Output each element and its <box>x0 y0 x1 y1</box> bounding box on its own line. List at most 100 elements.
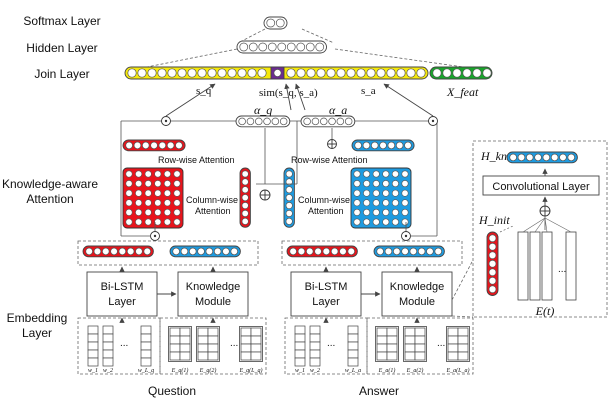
q-entity-cell <box>240 351 252 361</box>
q-out-red-cell <box>143 247 152 256</box>
q-entity-cell <box>207 351 219 361</box>
row-a-cell <box>371 141 379 150</box>
hidden-cell <box>315 42 325 52</box>
a-out-blue-cell <box>393 247 401 256</box>
convolutional-layer-label: Convolutional Layer <box>492 181 590 193</box>
question-entity-label-3: E_q(L_q) <box>239 367 263 374</box>
question-word-label-2: w_2 <box>103 368 113 374</box>
col-wise-a-label-1: Column-wise <box>298 195 350 205</box>
q-entity-cell <box>250 335 262 345</box>
a-entity-cell <box>457 335 469 345</box>
a-entity-cell <box>376 327 388 337</box>
join-sa-cell <box>336 68 346 78</box>
a-entity-cell <box>386 351 398 361</box>
knowledge-combine-plus-icon <box>539 205 551 217</box>
join-sq-cell <box>167 68 177 78</box>
question-entity-ellipsis: ... <box>230 338 238 349</box>
matrix-q-cell <box>163 199 171 207</box>
col-q-cell <box>241 186 249 194</box>
embedding-columns <box>87 325 470 367</box>
entity-to-plus-line <box>544 217 548 233</box>
col-a-cell <box>285 217 293 225</box>
column-wise-a-vector <box>283 167 295 228</box>
q-entity-cell <box>179 351 191 361</box>
matrix-q-cell <box>163 189 171 197</box>
q-out-red-cell <box>135 247 143 256</box>
matrix-q-cell <box>173 199 181 207</box>
join-sa-cell <box>346 68 356 78</box>
join-sa-cell <box>356 68 366 78</box>
matrix-a-cell <box>391 180 399 188</box>
a-entity-cell <box>386 335 398 345</box>
matrix-q-cell <box>173 208 181 216</box>
q-entity-cell <box>240 335 252 345</box>
question-knowledge-label-1: Knowledge <box>186 281 240 293</box>
alpha-a-cell <box>344 117 353 126</box>
softmax-layer-label: Softmax Layer <box>23 14 100 28</box>
matrix-q-cell <box>144 208 152 216</box>
a-word-vector <box>294 349 306 359</box>
matrix-a-cell <box>372 189 380 197</box>
answer-entity-label-1: E_a(1) <box>378 367 396 374</box>
join-sa-cell <box>406 68 416 78</box>
question-word-ellipsis: ... <box>120 338 128 349</box>
sim-label: sim(s_q, s_a) <box>259 87 318 99</box>
alpha-q-cell <box>238 117 246 126</box>
matrix-q-cell <box>135 189 143 197</box>
alpha-q-cell <box>263 117 271 126</box>
convolutional-layer-box <box>482 175 600 196</box>
q-word-vector <box>140 341 152 351</box>
q-word-vector <box>140 333 152 343</box>
a-word-vector <box>309 349 321 359</box>
a-out-blue-cell <box>376 247 384 256</box>
question-bilstm-label-2: Layer <box>108 296 136 308</box>
h-init-cell <box>488 276 497 285</box>
matrix-q-cell <box>154 208 162 216</box>
alpha-a-cell <box>336 117 345 126</box>
entity-candidate-column <box>517 231 529 301</box>
hidden-cell <box>239 42 249 52</box>
matrix-q-cell <box>173 170 181 178</box>
hidden-layer-label: Hidden Layer <box>26 41 97 55</box>
col-wise-a-label-2: Attention <box>308 206 344 216</box>
matrix-q-cell <box>125 208 133 216</box>
q-out-red-cell <box>85 247 93 256</box>
sa-label: s_a <box>361 85 376 97</box>
join-sq-cell <box>227 68 237 78</box>
q-word-vector <box>87 333 99 343</box>
matrix-q-cell <box>154 170 162 178</box>
matrix-a-cell <box>372 180 380 188</box>
h-init-vector <box>486 231 499 296</box>
matrix-q-cell <box>125 180 133 188</box>
a-entity-cell <box>376 343 388 353</box>
join-sq-cell <box>137 68 147 78</box>
q-word-vector <box>102 349 114 359</box>
matrix-a-cell <box>353 170 361 178</box>
matrix-a-cell <box>382 199 390 207</box>
a-entity-frame <box>446 326 470 362</box>
h-know-cell <box>542 153 551 162</box>
q-entity-frame <box>239 326 263 362</box>
matrix-q-cell <box>125 170 133 178</box>
matrix-a-cell <box>363 170 371 178</box>
q-entity-cell <box>240 327 252 337</box>
answer-bilstm-box <box>290 271 362 317</box>
q-entity-cell <box>197 327 209 337</box>
question-knowledge-box <box>177 271 249 317</box>
q-entity-cell <box>207 335 219 345</box>
col-q-cell <box>241 170 249 178</box>
a-entity-cell <box>414 327 426 337</box>
matrix-q-cell <box>144 170 152 178</box>
zoom-dash-upper <box>451 259 474 301</box>
a-out-red-cell <box>347 247 356 256</box>
join-sq-cell <box>237 68 247 78</box>
question-caption: Question <box>148 384 196 398</box>
a-entity-cell <box>404 335 416 345</box>
embedding-layer-label-1: Embedding <box>7 311 68 325</box>
q-out-red-cell <box>101 247 110 256</box>
question-knowledge-output-vector <box>169 245 241 258</box>
q-word-vector <box>102 357 114 367</box>
a-entity-cell <box>457 343 469 353</box>
join-sq-cell <box>177 68 187 78</box>
softmax-hidden-dash-left <box>237 28 266 44</box>
